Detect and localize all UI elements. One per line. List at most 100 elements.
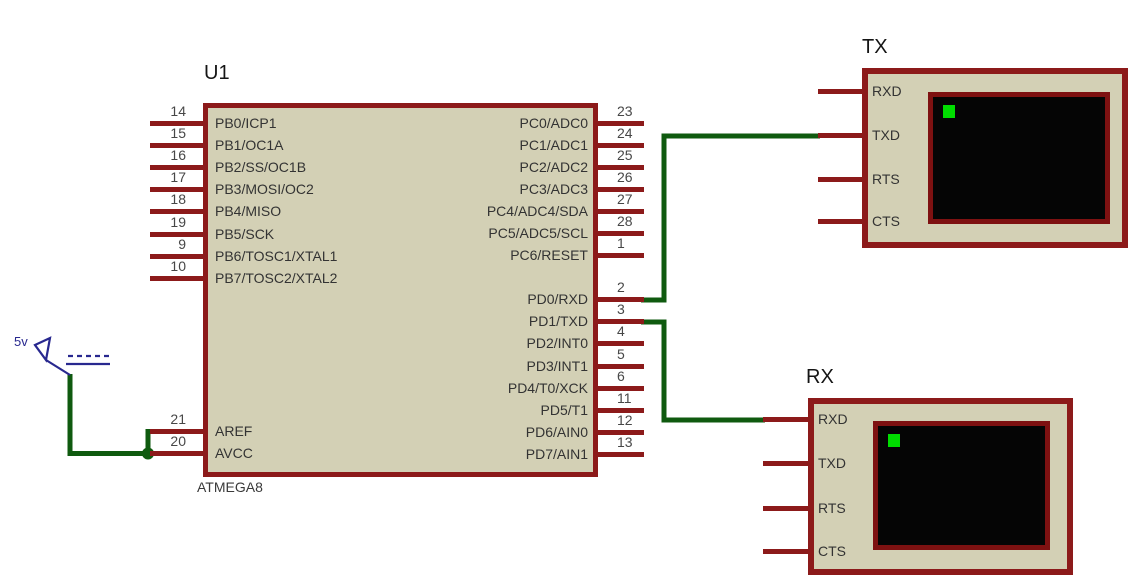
chip-pin-pb5[interactable]: 19 PB5/SCK — [150, 213, 480, 242]
pin-stub[interactable] — [818, 89, 863, 94]
chip-pin-pd3[interactable]: PD3/INT1 5 — [340, 345, 665, 374]
chip-pin-pd6[interactable]: PD6/AIN0 12 — [340, 411, 665, 440]
pin-stub[interactable] — [150, 450, 204, 456]
pin-stub[interactable] — [598, 165, 644, 170]
chip-pin-pd5[interactable]: PD5/T1 11 — [340, 389, 665, 418]
pin-stub[interactable] — [150, 429, 204, 434]
pin-stub[interactable] — [598, 385, 644, 391]
pin-label: RXD — [818, 411, 848, 427]
pin-label: PD4/T0/XCK — [507, 379, 588, 396]
chip-pin-pb7[interactable]: 10 PB7/TOSC2/XTAL2 — [150, 257, 480, 286]
pin-stub[interactable] — [598, 452, 644, 457]
chip-pin-pd7[interactable]: PD7/AIN1 13 — [340, 433, 665, 462]
pin-stub[interactable] — [598, 363, 644, 369]
pin-stub[interactable] — [763, 417, 809, 422]
chip-pin-pb4[interactable]: 18 PB4/MISO — [150, 190, 480, 219]
pin-label: PD6/AIN0 — [525, 424, 588, 440]
pin-label: TXD — [818, 455, 846, 471]
pin-label: PC2/ADC2 — [519, 159, 588, 175]
pin-stub[interactable] — [818, 133, 863, 138]
chip-pin-pb0[interactable]: 14 PB0/ICP1 — [150, 102, 480, 131]
chip-pin-pd0[interactable]: PD0/RXD 2 — [340, 278, 665, 307]
chip-body[interactable] — [203, 103, 598, 477]
pin-stub[interactable] — [150, 253, 204, 259]
pin-stub[interactable] — [150, 209, 204, 214]
pin-stub[interactable] — [598, 253, 644, 258]
pin-stub[interactable] — [598, 209, 644, 214]
pin-label: TXD — [872, 127, 900, 143]
chip-pin-pc3[interactable]: PC3/ADC3 26 — [340, 168, 665, 197]
chip-pin-aref[interactable]: 21 AREF — [150, 410, 480, 439]
pin-stub[interactable] — [150, 231, 204, 237]
pin-number: 14 — [170, 103, 186, 119]
chip-pin-pd1[interactable]: PD1/TXD 3 — [340, 300, 665, 329]
pin-number: 1 — [617, 235, 625, 251]
wire-pd0-to-tx-txd[interactable] — [641, 133, 820, 303]
pin-stub[interactable] — [150, 121, 204, 126]
chip-pin-pb2[interactable]: 16 PB2/SS/OC1B — [150, 146, 480, 175]
rx-terminal-cursor — [888, 434, 900, 447]
power-lead[interactable] — [45, 359, 71, 376]
pin-number: 17 — [170, 169, 186, 185]
rx-terminal-title: RX — [806, 366, 834, 388]
pin-stub[interactable] — [763, 505, 809, 511]
chip-pin-pb1[interactable]: 15 PB1/OC1A — [150, 124, 480, 153]
pin-number: 25 — [617, 147, 633, 163]
pin-stub[interactable] — [150, 165, 204, 170]
tx-pin-rxd[interactable]: RXD — [818, 70, 1028, 99]
tx-pin-rts[interactable]: RTS — [818, 158, 1028, 187]
rx-pin-cts[interactable]: CTS — [763, 530, 973, 559]
pin-number: 11 — [617, 389, 632, 406]
pin-stub[interactable] — [150, 275, 204, 281]
pin-label: AREF — [215, 423, 253, 439]
chip-pin-pb3[interactable]: 17 PB3/MOSI/OC2 — [150, 168, 480, 197]
pin-number: 9 — [178, 235, 186, 252]
pin-stub[interactable] — [598, 430, 644, 435]
pin-stub[interactable] — [598, 407, 644, 413]
wire-5v-to-avcc[interactable] — [67, 374, 146, 456]
pin-label: PD3/INT1 — [526, 357, 588, 374]
chip-pin-pd2[interactable]: PD2/INT0 4 — [340, 322, 665, 351]
pin-stub[interactable] — [763, 461, 809, 466]
pin-stub[interactable] — [763, 549, 809, 554]
pin-stub[interactable] — [598, 297, 644, 302]
chip-pin-pd4[interactable]: PD4/T0/XCK 6 — [340, 367, 665, 396]
pin-number: 16 — [170, 147, 186, 163]
pin-label: PB5/SCK — [215, 225, 275, 242]
pin-stub[interactable] — [598, 187, 644, 192]
pin-stub[interactable] — [598, 121, 644, 126]
chip-part-label: ATMEGA8 — [197, 479, 263, 495]
pin-number: 12 — [617, 412, 633, 428]
pin-stub[interactable] — [598, 143, 644, 148]
pin-number: 21 — [170, 411, 186, 427]
tx-pin-cts[interactable]: CTS — [818, 200, 1028, 229]
chip-pin-pc2[interactable]: PC2/ADC2 25 — [340, 146, 665, 175]
pin-number: 26 — [617, 169, 633, 185]
chip-pin-pc5[interactable]: PC5/ADC5/SCL 28 — [340, 212, 665, 241]
chip-pin-pc4[interactable]: PC4/ADC4/SDA 27 — [340, 190, 665, 219]
pin-stub[interactable] — [150, 143, 204, 148]
pin-label: PB1/OC1A — [215, 137, 284, 153]
chip-pin-pc6[interactable]: PC6/RESET 1 — [340, 234, 665, 263]
pin-stub[interactable] — [818, 177, 863, 182]
rx-pin-txd[interactable]: TXD — [763, 442, 973, 471]
pin-stub[interactable] — [150, 187, 204, 192]
chip-pin-avcc[interactable]: 20 AVCC — [150, 432, 480, 461]
power-label[interactable]: 5v — [14, 334, 28, 349]
rx-pin-rxd[interactable]: RXD — [763, 398, 973, 427]
pin-stub[interactable] — [598, 341, 644, 346]
chip-pin-pc0[interactable]: PC0/ADC0 23 — [340, 102, 665, 131]
pin-label: AVCC — [215, 444, 253, 461]
pin-label: PC3/ADC3 — [519, 181, 588, 197]
pin-stub[interactable] — [598, 319, 644, 324]
chip-pin-pb6[interactable]: 9 PB6/TOSC1/XTAL1 — [150, 235, 480, 264]
rx-pin-rts[interactable]: RTS — [763, 487, 973, 516]
chip-pin-pc1[interactable]: PC1/ADC1 24 — [340, 124, 665, 153]
tx-pin-txd[interactable]: TXD — [818, 114, 1028, 143]
pin-stub[interactable] — [598, 231, 644, 236]
pin-number: 3 — [617, 301, 625, 317]
pin-label: CTS — [818, 543, 846, 559]
pin-stub[interactable] — [818, 219, 863, 224]
power-triangle-icon[interactable] — [33, 336, 52, 363]
